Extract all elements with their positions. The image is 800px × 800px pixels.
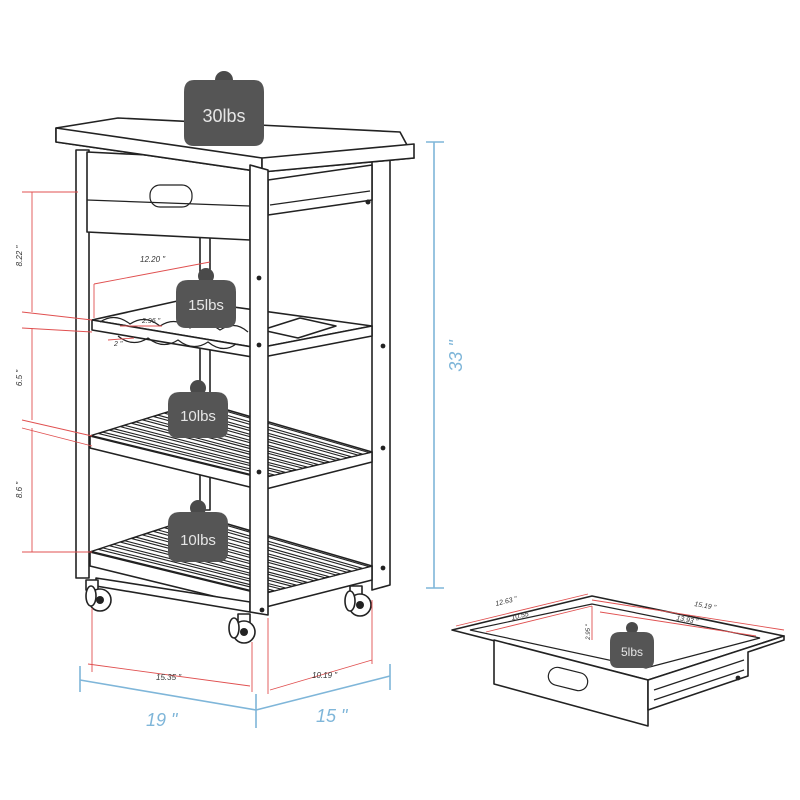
kitchen-cart — [55, 117, 415, 644]
drawer-side-panel — [647, 635, 785, 711]
dim-inner-depth: 10.19 " — [312, 671, 338, 680]
dim-wine-rack-width: 12.20 " — [140, 255, 166, 264]
weight-drawer-label: 5lbs — [621, 645, 643, 659]
dim-drawer-height: 2.95 " — [586, 623, 592, 640]
dim-shelf-gap-lower: 8.6 " — [15, 481, 24, 498]
weight-bottom-shelf-label: 10lbs — [180, 532, 216, 549]
screw — [365, 199, 371, 205]
cart-top-side-edge — [261, 143, 415, 173]
shelf-slat — [111, 541, 293, 589]
side-rail — [267, 164, 373, 216]
weight-top-label: 30lbs — [202, 106, 245, 126]
weight-drawer: 5lbs — [610, 622, 654, 668]
drawer-front-panel — [493, 639, 649, 727]
front-right-post — [249, 164, 269, 616]
shelf-slat — [100, 429, 282, 476]
cart-red-dimensions — [21, 191, 373, 694]
dim-bottle-depth: 2 " — [113, 341, 123, 348]
weight-top: 30lbs — [184, 71, 264, 146]
shelf-slat — [89, 548, 271, 595]
weight-middle-shelf-label: 10lbs — [180, 408, 216, 425]
dim-overall-width: 19 " — [146, 710, 179, 730]
front-left-post — [75, 149, 90, 579]
drawer-handle — [149, 184, 193, 208]
shelf-slat — [111, 426, 293, 473]
dim-drawer-outer-width: 15.19 " — [694, 601, 717, 612]
weight-wine-shelf: 15lbs — [176, 268, 236, 328]
overall-blue-dimensions — [79, 141, 444, 728]
dim-inner-width: 15.35 " — [156, 673, 182, 682]
dim-bottle-spacing: 2.96 " — [141, 318, 161, 325]
caster-front-right — [228, 613, 256, 644]
weight-middle-shelf: 10lbs — [168, 380, 228, 438]
caster-front-left — [85, 579, 112, 612]
dim-overall-height: 33 " — [446, 339, 466, 372]
dim-drawer-to-shelf: 8.22 " — [15, 245, 24, 267]
shelf-slat — [100, 545, 282, 592]
weight-wine-shelf-label: 15lbs — [188, 297, 224, 314]
dim-drawer-inner-width: 13.93 " — [676, 615, 699, 626]
drawer-detail-handle — [547, 666, 589, 692]
dim-shelf-gap-upper: 6.5 " — [15, 369, 24, 386]
weight-bottom-shelf: 10lbs — [168, 500, 228, 562]
bottom-shelf-slats — [89, 516, 372, 595]
drawer-red-dimensions — [455, 593, 785, 640]
back-right-post — [371, 155, 391, 591]
dim-overall-depth: 15 " — [316, 706, 349, 726]
shelf-slat — [89, 432, 271, 479]
dim-drawer-outer-depth: 12.63 " — [495, 596, 518, 608]
caster-back-right — [344, 585, 372, 617]
